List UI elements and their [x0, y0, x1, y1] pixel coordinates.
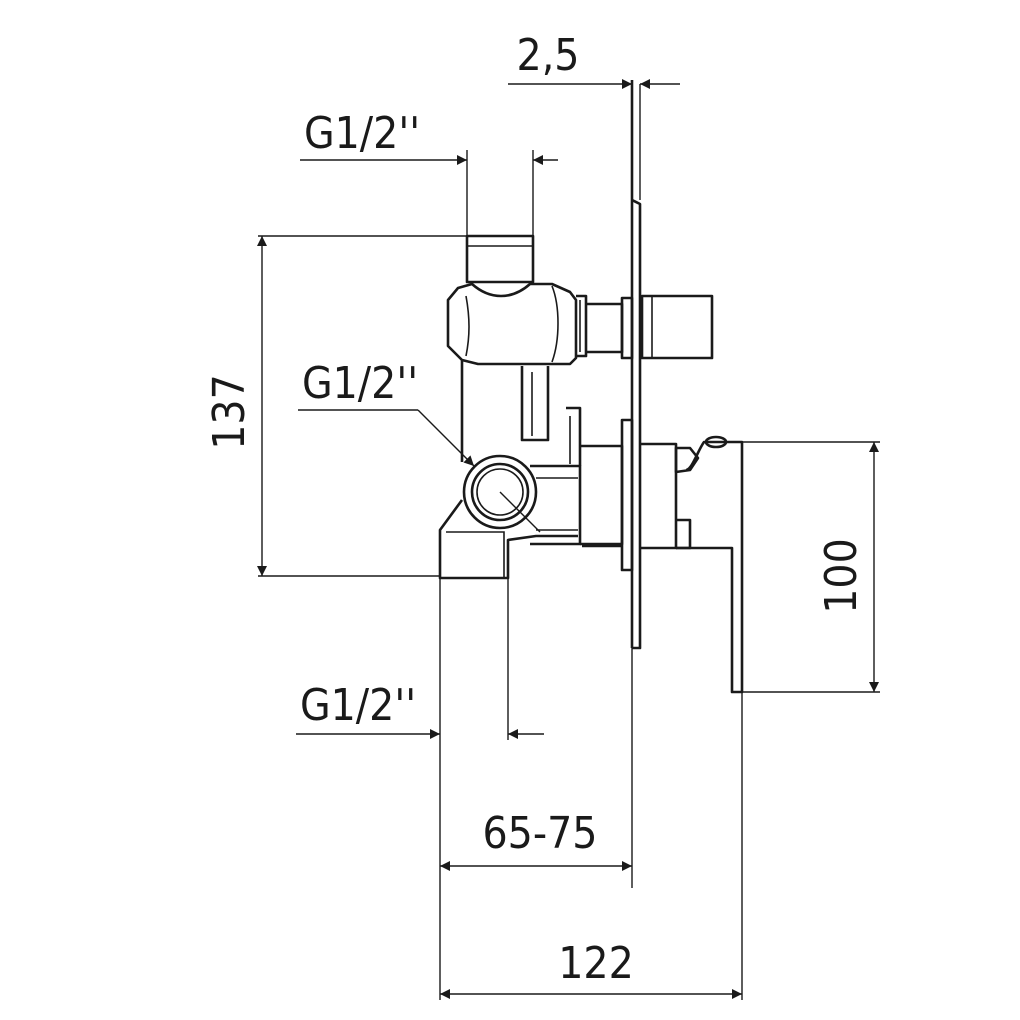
dim-total-depth: 122 [440, 692, 743, 1000]
valve-body [438, 234, 714, 580]
dim-label-bottom-outlet-thread: G1/2'' [300, 680, 416, 731]
dim-side-inlet-thread: G1/2'' [298, 358, 541, 533]
dim-label-total-height: 137 [204, 374, 255, 450]
dim-bottom-outlet-thread: G1/2'' [296, 578, 544, 740]
dim-plate-thickness: 2,5 [508, 30, 680, 200]
dim-label-total-depth: 122 [558, 938, 634, 989]
dim-label-side-inlet-thread: G1/2'' [302, 358, 418, 409]
dim-label-installation-depth: 65-75 [482, 808, 597, 859]
dim-installation-depth: 65-75 [439, 648, 633, 1000]
mixer-handle [620, 418, 744, 694]
dim-total-height: 137 [204, 235, 467, 577]
dim-label-plate-thickness: 2,5 [517, 30, 580, 81]
dim-top-outlet-thread: G1/2'' [300, 108, 558, 236]
dim-lever-height: 100 [742, 441, 880, 693]
dim-label-top-outlet-thread: G1/2'' [304, 108, 420, 159]
dim-label-lever-height: 100 [816, 538, 867, 614]
